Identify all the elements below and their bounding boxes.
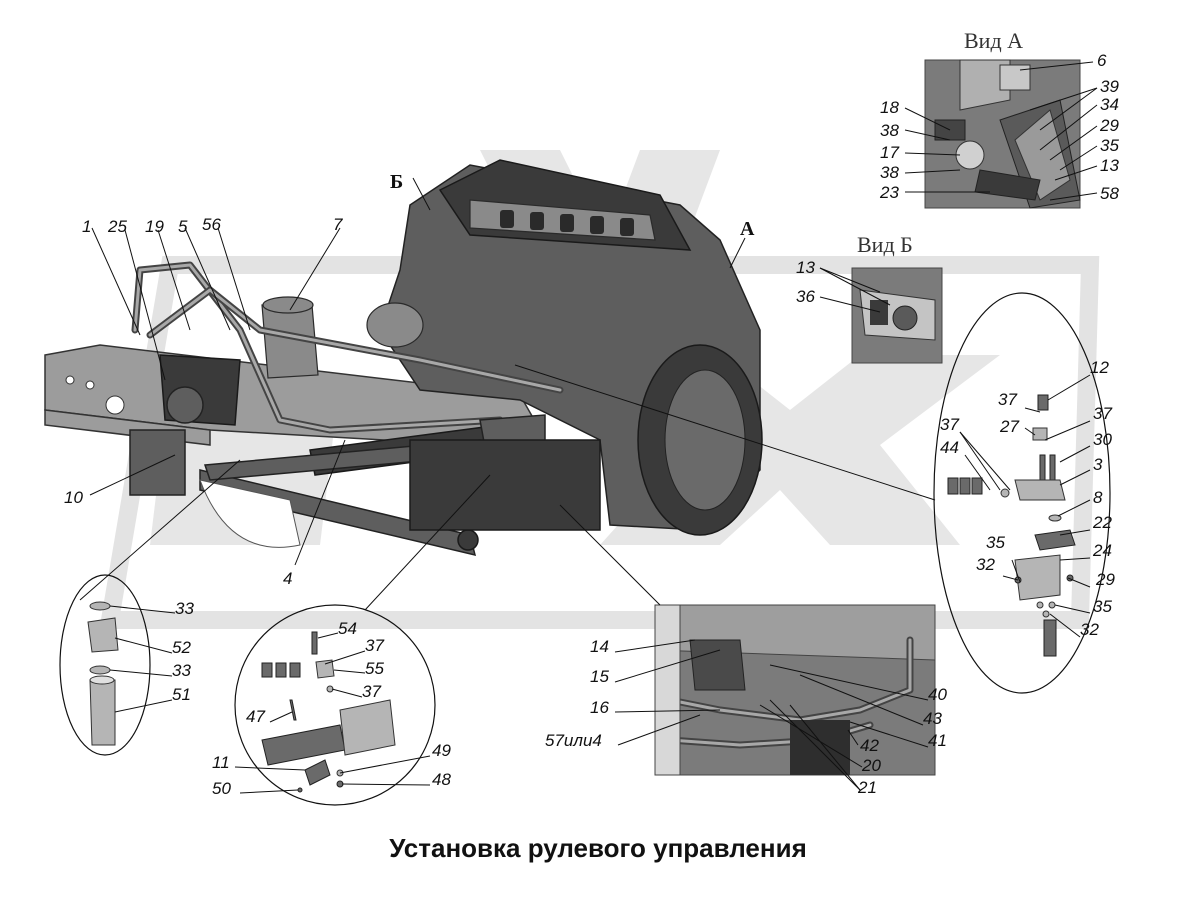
callout: 54 [338,619,357,638]
callout: 49 [432,741,451,760]
callout: 18 [880,98,899,117]
callout: 11 [212,753,230,772]
callout: 14 [590,637,609,656]
callout: 42 [860,736,879,755]
callout: 15 [590,667,609,686]
direction-a-letter: А [740,218,755,240]
callout: 30 [1093,430,1112,449]
callout: 3 [1093,455,1103,474]
callouts: 1 25 19 5 56 7 10 4 6 39 18 34 38 29 17 … [64,51,1119,798]
callout: 1 [82,217,91,236]
callout: 37 [365,636,384,655]
callout: 16 [590,698,609,717]
callout: 44 [940,438,959,457]
callout: 37 [940,415,959,434]
callout: 22 [1092,513,1112,532]
callout: 4 [283,569,292,588]
callout: 13 [1100,156,1119,175]
callout: 32 [1080,620,1099,639]
callout: 38 [880,163,899,182]
leader-lines [79,61,1098,794]
right-detail-parts [947,394,1076,657]
bottom-detail-inset [654,604,936,776]
callout: 23 [879,183,899,202]
callout: 38 [880,121,899,140]
callout: 35 [1093,597,1112,616]
callout: 41 [928,731,947,750]
callout: 51 [172,685,191,704]
left-detail-parts [87,601,119,746]
view-b-title: Вид Б [857,232,913,257]
engine-assembly [44,159,763,557]
callout: 35 [986,533,1005,552]
callout: 12 [1090,358,1109,377]
callout: 19 [145,217,164,236]
callout: 37 [998,390,1017,409]
callout: 32 [976,555,995,574]
callout: 8 [1093,488,1103,507]
callout: 56 [202,215,221,234]
view-a-inset [924,59,1081,209]
direction-b-letter: Б [390,171,403,193]
callout: 29 [1095,570,1115,589]
callout: 47 [246,707,265,726]
view-b-inset [851,267,943,364]
callout: 10 [64,488,83,507]
view-a-title: Вид А [964,28,1023,53]
callout: 55 [365,659,384,678]
callout: 35 [1100,136,1119,155]
callout: 37 [362,682,381,701]
callout: 17 [880,143,899,162]
callout: 48 [432,770,451,789]
callout: 58 [1100,184,1119,203]
callout: 25 [107,217,127,236]
callout: 36 [796,287,815,306]
detail-ellipses [59,292,1111,806]
callout: 27 [999,417,1019,436]
callout: 52 [172,638,191,657]
diagram-caption: Установка рулевого управления [389,833,807,863]
callout: 7 [333,215,343,234]
callout: 43 [923,709,942,728]
callout: 50 [212,779,231,798]
callout: 40 [928,685,947,704]
callout: 37 [1093,404,1112,423]
callout: 6 [1097,51,1107,70]
callout: 13 [796,258,815,277]
view-labels: Вид А Вид Б А Б [390,28,1023,257]
callout: 24 [1092,541,1112,560]
callout: 33 [172,661,191,680]
center-detail-parts [261,631,396,793]
callout: 29 [1099,116,1119,135]
callout: 33 [175,599,194,618]
callout: 57или4 [545,731,602,750]
callout: 39 [1100,77,1119,96]
callout: 20 [861,756,881,775]
callout: 5 [178,217,188,236]
callout: 21 [857,778,877,797]
callout: 34 [1100,95,1119,114]
